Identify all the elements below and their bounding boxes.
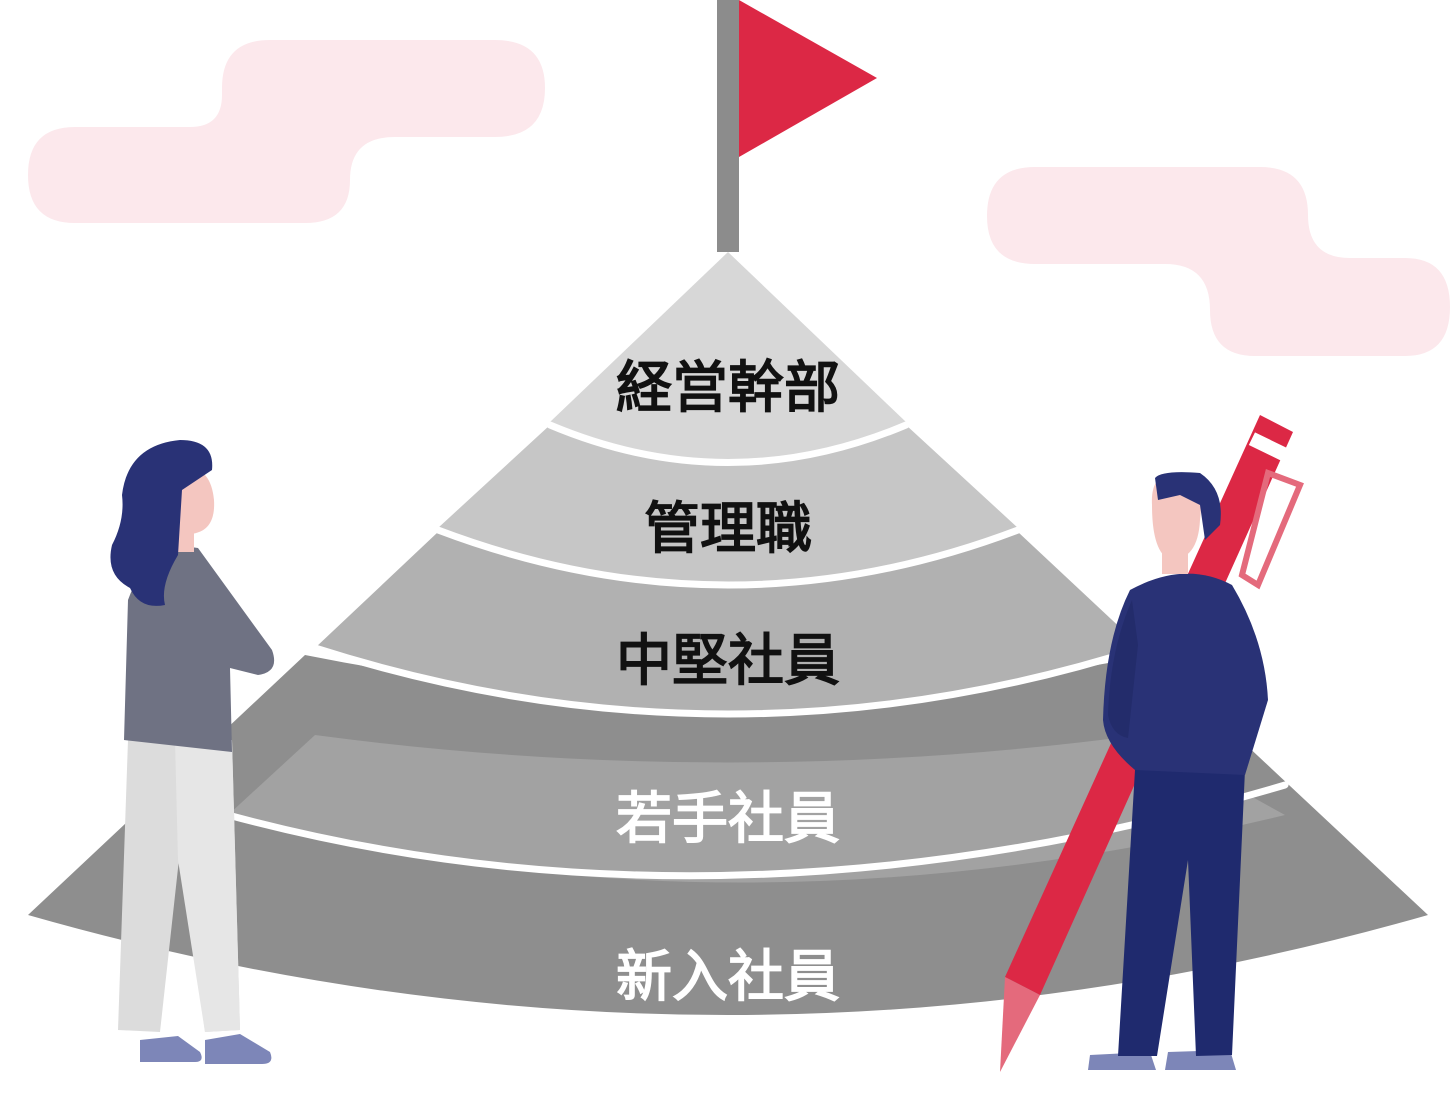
tier-shape-2 [438, 425, 1018, 584]
tier-label-junior: 若手社員 [616, 787, 840, 852]
tier-shape-1 [550, 252, 906, 461]
cloud-right [987, 167, 1450, 356]
tier-label-executive: 経営幹部 [616, 356, 840, 421]
man-figure [1088, 472, 1268, 1070]
tier-label-management: 管理職 [644, 497, 812, 562]
tier-label-midlevel: 中堅社員 [616, 629, 840, 694]
pyramid [28, 252, 1428, 1015]
tier-labels: 経営幹部 管理職 中堅社員 若手社員 新入社員 [616, 356, 840, 1010]
woman-figure [110, 440, 275, 1064]
tier-dividers [224, 421, 1289, 880]
tier-shape-3 [315, 532, 1142, 714]
tier-label-newhire: 新入社員 [616, 945, 840, 1010]
flag-icon [717, 0, 877, 252]
cloud-left [28, 40, 545, 223]
